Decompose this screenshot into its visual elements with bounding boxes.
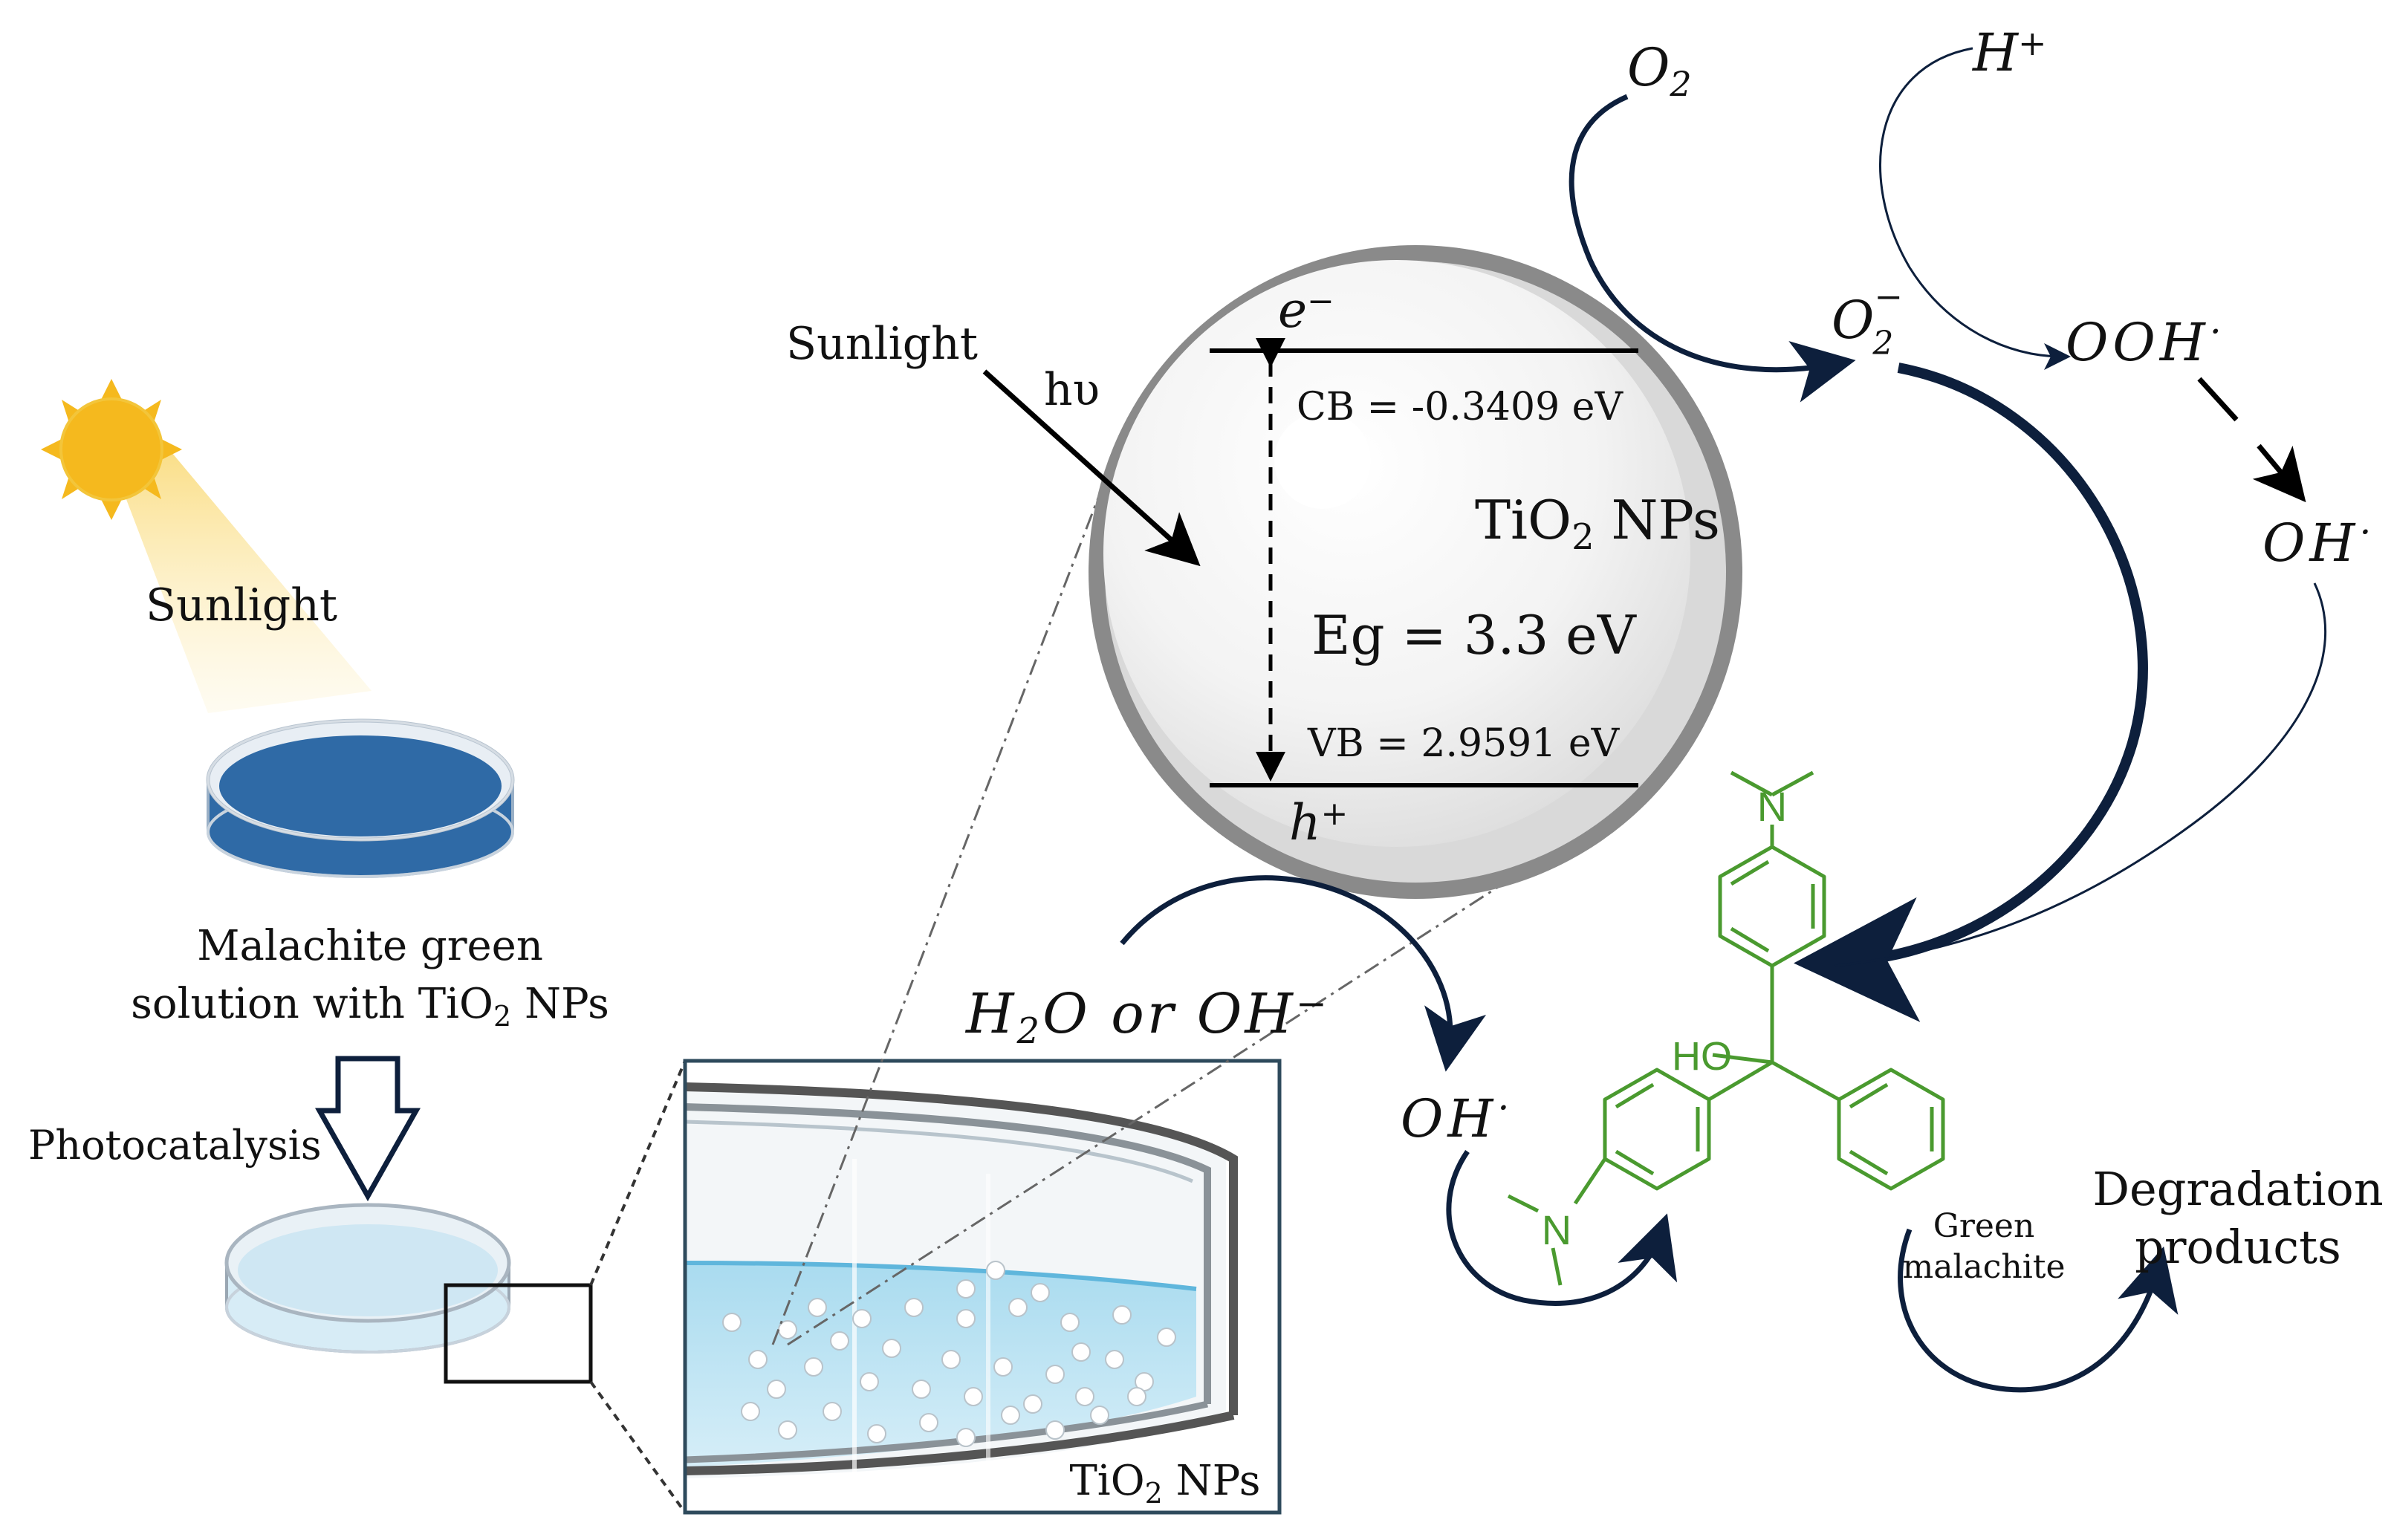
photon-label: hυ bbox=[1044, 364, 1100, 416]
oh-right-label: OH· bbox=[2262, 510, 2375, 574]
molecule-name-line2: malachite bbox=[1902, 1248, 2065, 1286]
inset-panel bbox=[683, 1059, 1282, 1515]
light-arrow bbox=[982, 369, 1201, 567]
petri-dish-treated bbox=[224, 1203, 511, 1354]
dye-to-products-arrow bbox=[1898, 1228, 2179, 1393]
oh-to-dye-arrow bbox=[1835, 582, 2326, 967]
sun-icon bbox=[41, 379, 182, 520]
dish-caption-line1: Malachite green bbox=[197, 922, 543, 970]
eg-label: Eg = 3.3 eV bbox=[1311, 604, 1638, 666]
vb-label: VB = 2.9591 eV bbox=[1307, 721, 1621, 766]
molecule-name-line1: Green bbox=[1933, 1207, 2035, 1245]
oh-left-label: OH· bbox=[1401, 1086, 1514, 1150]
superoxide-to-dye-arrow bbox=[1794, 363, 2148, 1022]
process-arrow bbox=[315, 1056, 421, 1202]
inset-label: TiO2 NPs bbox=[1069, 1457, 1260, 1510]
malachite-green-structure bbox=[1507, 770, 1945, 1286]
products-line1: Degradation bbox=[2092, 1162, 2383, 1216]
oh-to-dye-lower-arrow bbox=[1446, 1150, 1678, 1306]
water-label: H2O or OH− bbox=[964, 982, 1330, 1053]
molecule-n-top: N bbox=[1757, 783, 1787, 830]
molecule-n-left: N bbox=[1542, 1206, 1571, 1253]
water-to-oh-arrow bbox=[1120, 875, 1486, 1072]
dish-caption-line2: solution with TiO2 NPs bbox=[131, 980, 609, 1033]
sunlight-beam bbox=[111, 416, 372, 713]
ooh-to-oh-arrow bbox=[2197, 377, 2296, 490]
hplus-to-ooh-arrow bbox=[1879, 47, 2071, 370]
petri-dish-full bbox=[206, 718, 515, 878]
hplus-label: H+ bbox=[1971, 22, 2047, 83]
o2-to-superoxide-arrow bbox=[1569, 94, 1856, 403]
ooh-label: OOH· bbox=[2066, 310, 2226, 374]
o2-label: O2 bbox=[1627, 37, 1692, 104]
tio2-particle bbox=[1089, 245, 1742, 899]
zoom-box bbox=[444, 1283, 593, 1384]
electron-label: e− bbox=[1278, 282, 1334, 339]
superoxide-label: O2− bbox=[1832, 276, 1903, 363]
products-line2: products bbox=[2135, 1220, 2341, 1274]
particle-name: TiO2 NPs bbox=[1475, 489, 1720, 558]
molecule-ho-label: HO bbox=[1672, 1034, 1732, 1079]
left-sunlight-label: Sunlight bbox=[146, 579, 337, 631]
photocatalysis-label: Photocatalysis bbox=[28, 1122, 322, 1169]
hole-label: h+ bbox=[1289, 794, 1348, 851]
cb-label: CB = -0.3409 eV bbox=[1297, 385, 1623, 429]
particle-sunlight-label: Sunlight bbox=[786, 318, 978, 370]
